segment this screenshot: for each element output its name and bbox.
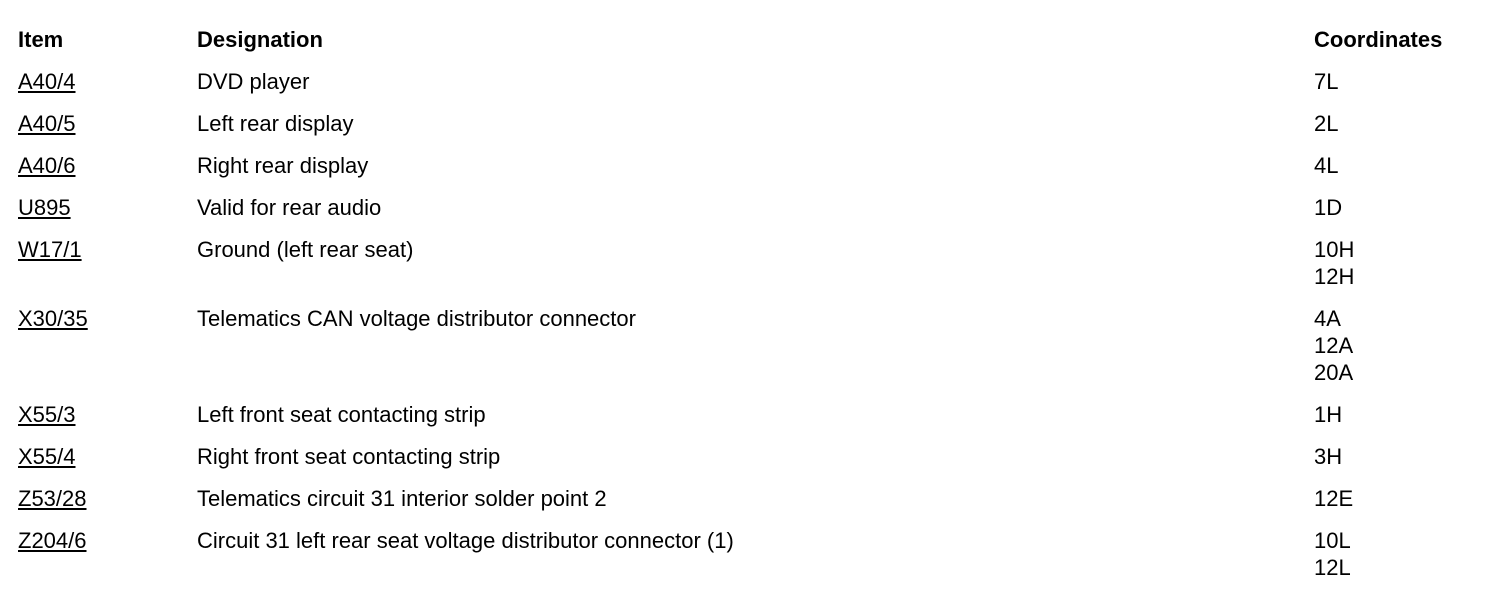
item-link[interactable]: A40/4 <box>18 69 76 94</box>
coordinates-cell: 3H <box>1314 443 1488 485</box>
item-link[interactable]: Z204/6 <box>18 528 87 553</box>
item-cell: Z204/6 <box>18 527 197 596</box>
item-link[interactable]: Z53/28 <box>18 486 87 511</box>
coordinate-value: 10L <box>1314 528 1351 553</box>
coordinate-value: 12A <box>1314 333 1354 358</box>
coordinate-value: 10H <box>1314 237 1355 262</box>
coordinates-cell: 7L <box>1314 68 1488 110</box>
item-link[interactable]: A40/5 <box>18 111 76 136</box>
coordinate-value: 2L <box>1314 111 1339 136</box>
coordinate-value: 1D <box>1314 195 1343 220</box>
designation-cell: Left front seat contacting strip <box>197 402 486 427</box>
coordinate-value: 1H <box>1314 402 1343 427</box>
coordinate-value: 12E <box>1314 486 1354 511</box>
coordinate-value: 3H <box>1314 444 1343 469</box>
coordinates-cell: 2L <box>1314 110 1488 152</box>
item-cell: A40/4 <box>18 68 197 110</box>
item-cell: Z53/28 <box>18 485 197 527</box>
header-item: Item <box>18 27 64 52</box>
item-cell: X55/4 <box>18 443 197 485</box>
designation-cell: Telematics circuit 31 interior solder po… <box>197 486 607 511</box>
designation-cell: Left rear display <box>197 111 354 136</box>
item-cell: U895 <box>18 194 197 236</box>
header-designation: Designation <box>197 27 323 52</box>
coordinate-value: 7L <box>1314 69 1339 94</box>
coordinates-cell: 1H <box>1314 401 1488 443</box>
component-legend-table: Item Designation Coordinates A40/4 DVD pl… <box>18 26 1488 596</box>
coordinate-value: 12H <box>1314 264 1355 289</box>
header-coordinates: Coordinates <box>1314 27 1443 52</box>
table-row: A40/6 Right rear display 4L <box>18 152 1488 194</box>
coordinates-cell: 4L <box>1314 152 1488 194</box>
item-link[interactable]: W17/1 <box>18 237 82 262</box>
item-cell: A40/6 <box>18 152 197 194</box>
coordinate-value: 20A <box>1314 360 1354 385</box>
designation-cell: Right rear display <box>197 153 369 178</box>
designation-cell: Right front seat contacting strip <box>197 444 501 469</box>
item-link[interactable]: X55/3 <box>18 402 76 427</box>
table-row: A40/5 Left rear display 2L <box>18 110 1488 152</box>
table-row: U895 Valid for rear audio 1D <box>18 194 1488 236</box>
header-row: Item Designation Coordinates <box>18 26 1488 68</box>
coordinate-value: 4L <box>1314 153 1339 178</box>
table-row: Z204/6 Circuit 31 left rear seat voltage … <box>18 527 1488 596</box>
coordinates-cell: 1D <box>1314 194 1488 236</box>
designation-cell: Circuit 31 left rear seat voltage distri… <box>197 528 734 553</box>
designation-cell: Ground (left rear seat) <box>197 237 414 262</box>
coordinates-cell: 12E <box>1314 485 1488 527</box>
table-row: X30/35 Telematics CAN voltage distributor… <box>18 305 1488 401</box>
item-cell: A40/5 <box>18 110 197 152</box>
table-row: X55/4 Right front seat contacting strip 3H <box>18 443 1488 485</box>
designation-cell: Telematics CAN voltage distributor conne… <box>197 306 636 331</box>
designation-cell: Valid for rear audio <box>197 195 382 220</box>
table-row: X55/3 Left front seat contacting strip 1H <box>18 401 1488 443</box>
item-cell: W17/1 <box>18 236 197 305</box>
table-row: A40/4 DVD player 7L <box>18 68 1488 110</box>
designation-cell: DVD player <box>197 69 310 94</box>
coordinate-value: 4A <box>1314 306 1341 331</box>
item-cell: X30/35 <box>18 305 197 401</box>
legend-body: A40/4 DVD player 7L A40/5 Left rear display 2… <box>18 68 1488 596</box>
item-link[interactable]: U895 <box>18 195 71 220</box>
item-link[interactable]: A40/6 <box>18 153 76 178</box>
coordinate-value: 12L <box>1314 555 1351 580</box>
item-link[interactable]: X55/4 <box>18 444 76 469</box>
table-row: Z53/28 Telematics circuit 31 interior sol… <box>18 485 1488 527</box>
item-link[interactable]: X30/35 <box>18 306 88 331</box>
item-cell: X55/3 <box>18 401 197 443</box>
